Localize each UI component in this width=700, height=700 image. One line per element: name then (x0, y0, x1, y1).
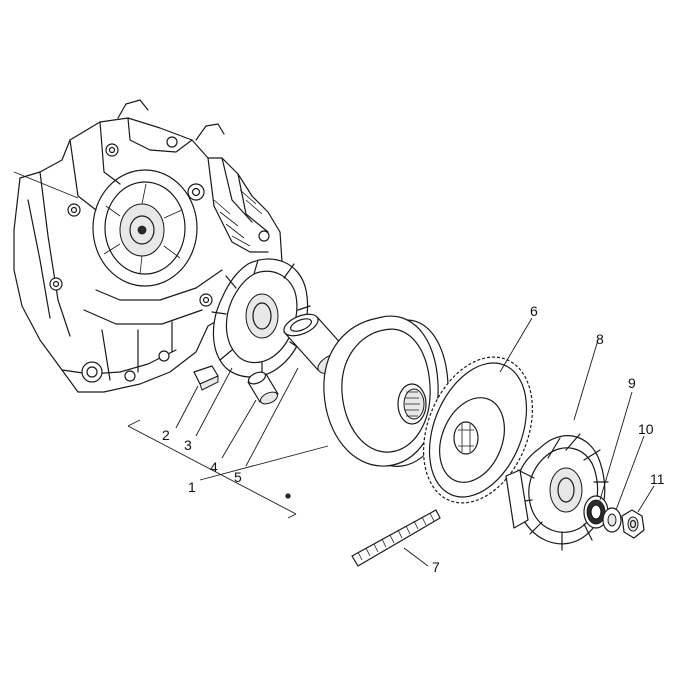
part-11-nut (621, 509, 645, 539)
part-4-bushing (247, 371, 279, 405)
callout-11: 11 (650, 471, 665, 487)
part-8-fan-pulley (505, 433, 609, 551)
part-7-belt (351, 509, 441, 567)
callout-7: 7 (432, 559, 440, 575)
part-2-slider (193, 365, 219, 391)
callout-2: 2 (162, 427, 170, 443)
callout-1: 1 (188, 479, 196, 495)
callout-6: 6 (530, 303, 538, 319)
part-6-gear (422, 356, 534, 504)
part-1-pulley-face (323, 315, 449, 467)
callout-8: 8 (596, 331, 604, 347)
group-marker-dot (285, 493, 291, 499)
callout-10: 10 (638, 421, 654, 437)
callout-9: 9 (628, 375, 636, 391)
part-9-bearing (583, 495, 609, 529)
part-3-ramp-plate (211, 258, 311, 379)
callout-3: 3 (184, 437, 192, 453)
callout-4: 4 (210, 459, 218, 475)
group-bracket (127, 419, 297, 519)
callout-5: 5 (234, 469, 242, 485)
crankcase-housing (13, 99, 283, 393)
part-10-washer (602, 507, 622, 533)
callout-labels: 1 2 3 4 5 6 7 8 9 10 11 (162, 303, 665, 575)
leader-lines (175, 317, 655, 567)
